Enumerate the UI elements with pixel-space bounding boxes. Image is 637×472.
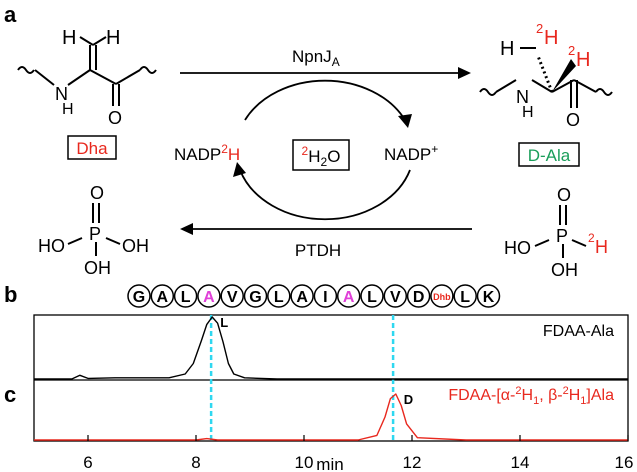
trace-series-1 bbox=[34, 316, 628, 380]
top-arrow bbox=[180, 67, 471, 79]
residue-circle bbox=[197, 284, 221, 308]
phosphite-structure bbox=[534, 205, 587, 258]
dala-label: D-Ala bbox=[528, 146, 571, 165]
x-axis-label: min bbox=[316, 455, 343, 472]
residue-circle bbox=[476, 284, 501, 308]
cycle-arrowhead-left bbox=[233, 162, 246, 177]
dha-label-box bbox=[67, 135, 117, 160]
dha-h1: H bbox=[62, 27, 76, 49]
residue-label: A bbox=[343, 289, 355, 306]
residue-circle bbox=[243, 284, 268, 308]
dha-o: O bbox=[108, 108, 122, 128]
panel-label-a: a bbox=[4, 2, 17, 27]
dha-h2: H bbox=[106, 27, 120, 49]
x-tick-label: 16 bbox=[615, 453, 634, 472]
series-1-label: FDAA-Ala bbox=[543, 323, 614, 340]
dala-n: N bbox=[516, 87, 529, 107]
cofactor-cycle bbox=[239, 79, 411, 221]
phosphite-o-top: O bbox=[557, 185, 571, 205]
enzyme-top: NpnJA bbox=[292, 47, 340, 69]
phosphite-d: H bbox=[595, 237, 608, 257]
residue-circle bbox=[406, 284, 431, 308]
x-tick-label: 10 bbox=[295, 453, 314, 472]
chart-frame bbox=[33, 314, 629, 442]
residue-circle bbox=[453, 284, 477, 308]
dha-nh-h: H bbox=[62, 101, 74, 118]
residue-label: A bbox=[203, 289, 215, 306]
residue-circle bbox=[150, 284, 175, 308]
dala-wedge-bond bbox=[552, 59, 576, 92]
dala-d-mid: H bbox=[576, 49, 590, 71]
phosphite-iso: 2 bbox=[588, 231, 595, 245]
residue-circle bbox=[220, 284, 244, 308]
phosphite-oh-bottom: OH bbox=[551, 260, 578, 280]
x-tick-label: 14 bbox=[511, 453, 530, 472]
residue-circle bbox=[430, 284, 454, 308]
dha-structure bbox=[17, 36, 157, 106]
residue-circle bbox=[313, 284, 338, 308]
residue-label: G bbox=[133, 289, 145, 306]
residue-circle bbox=[336, 284, 361, 308]
solvent-label: 2H2O bbox=[302, 144, 341, 169]
residue-circle bbox=[173, 284, 198, 308]
cofactor-left: NADP2H bbox=[174, 142, 240, 164]
phosphate-o-top: O bbox=[90, 183, 104, 203]
residue-label: G bbox=[249, 289, 261, 306]
residue-label: L bbox=[367, 289, 377, 306]
dala-iso-top: 2 bbox=[536, 21, 543, 36]
cofactor-right: NADP+ bbox=[384, 142, 438, 164]
peak-label-1: L bbox=[220, 315, 228, 330]
phosphate-ho-left: HO bbox=[38, 236, 65, 256]
cycle-arrowhead-right bbox=[398, 114, 412, 128]
x-tick-label: 6 bbox=[83, 453, 92, 472]
dha-label: Dha bbox=[76, 139, 108, 158]
panel-label-c: c bbox=[4, 382, 16, 407]
residue-label: Dhb bbox=[433, 292, 451, 302]
phosphate-oh-right: OH bbox=[122, 236, 149, 256]
dala-ch3-h: H bbox=[500, 38, 514, 60]
panel-label-b: b bbox=[4, 282, 17, 307]
residue-circle bbox=[267, 284, 291, 308]
phosphate-oh-bottom: OH bbox=[84, 258, 111, 278]
phosphate-structure bbox=[67, 203, 121, 256]
residue-circle bbox=[360, 284, 384, 308]
residue-label: D bbox=[413, 289, 425, 306]
dala-o: O bbox=[566, 110, 580, 130]
residue-label: K bbox=[483, 289, 495, 306]
residue-circle bbox=[290, 284, 314, 308]
residue-label: A bbox=[296, 289, 308, 306]
enzyme-bottom: PTDH bbox=[295, 241, 341, 260]
x-tick-label: 12 bbox=[403, 453, 422, 472]
residue-circle bbox=[383, 284, 408, 308]
residue-label: L bbox=[460, 289, 470, 306]
residue-label: L bbox=[181, 289, 191, 306]
dala-iso-mid: 2 bbox=[568, 43, 575, 58]
residue-label: L bbox=[274, 289, 284, 306]
dala-d-top: H bbox=[544, 27, 558, 49]
dala-nh-h: H bbox=[522, 104, 534, 121]
phosphite-p: P bbox=[556, 226, 568, 246]
residue-label: A bbox=[157, 289, 169, 306]
bottom-arrow bbox=[180, 223, 472, 235]
dala-structure bbox=[479, 47, 613, 108]
chromatogram: L D 6 8 10 12 14 16 bbox=[33, 314, 634, 472]
residue-label: I bbox=[323, 289, 327, 306]
residue-label: V bbox=[227, 289, 238, 306]
phosphate-p: P bbox=[89, 224, 101, 244]
dala-label-box bbox=[518, 142, 580, 167]
residue-label: V bbox=[390, 289, 401, 306]
peak-label-2: D bbox=[404, 392, 413, 407]
series-2-label: FDAA-[α-2H1, β-2H1]Ala bbox=[448, 385, 614, 407]
x-tick-label: 8 bbox=[191, 453, 200, 472]
residue-circle bbox=[127, 284, 151, 308]
dha-n: N bbox=[55, 84, 68, 104]
trace-series-2 bbox=[34, 393, 628, 441]
solvent-box bbox=[292, 139, 350, 171]
phosphite-ho-left: HO bbox=[504, 238, 531, 258]
